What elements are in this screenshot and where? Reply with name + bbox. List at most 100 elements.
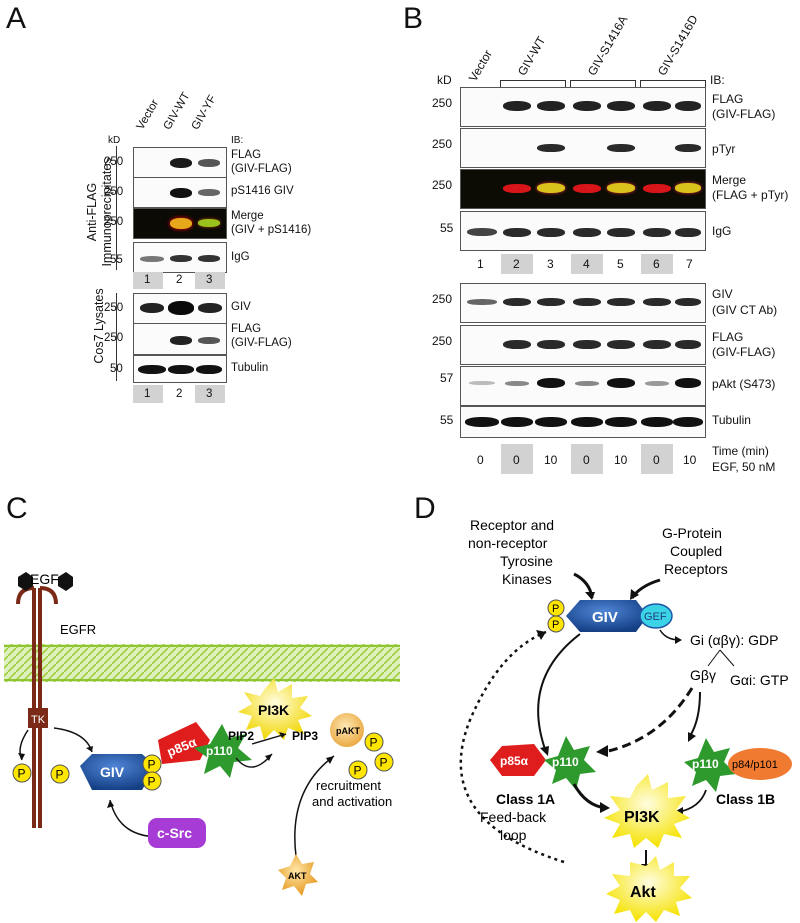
panel-b-ib: IB: <box>710 73 725 87</box>
egf-ligand <box>58 572 73 591</box>
panel-b-blot-ptyr <box>460 128 706 168</box>
panel-b-lane-number: 5 <box>617 257 624 271</box>
panel-a-col-vector: Vector <box>134 97 162 132</box>
panel-b-lane-number: 6 <box>653 257 660 271</box>
egfr-receptor <box>16 586 58 828</box>
phospho-label: P <box>354 764 362 778</box>
panel-b-mw: 55 <box>440 413 454 427</box>
panel-a-label: FLAG <box>231 323 262 335</box>
membrane <box>4 644 400 682</box>
panel-a-lane-number: 1 <box>144 388 151 400</box>
p110-protein <box>544 736 596 790</box>
p84-protein <box>728 748 792 780</box>
egf-ligand <box>18 572 33 591</box>
panel-b-group-s1416d: GIV-S1416D <box>654 12 701 79</box>
gpcr-label: Receptors <box>664 561 728 577</box>
csrc-box <box>148 818 206 848</box>
panel-a-blot-merge <box>133 208 227 239</box>
p110-label: p110 <box>206 744 233 758</box>
panel-b-mw: 250 <box>432 178 453 192</box>
panel-b-label: (GIV-FLAG) <box>712 345 776 359</box>
panel-b-time: 10 <box>683 453 697 467</box>
panel-b-mw: 250 <box>432 137 453 151</box>
panel-a-blot-igg <box>133 242 227 273</box>
panel-b-bracket-s1416d <box>640 80 706 89</box>
p84-label: p84/p101 <box>732 759 778 771</box>
panel-b-label: (GIV-FLAG) <box>712 107 776 121</box>
phospho-circle <box>50 764 70 784</box>
panel-a-col-giv-wt: GIV-WT <box>161 90 193 132</box>
panel-b-blot-flag <box>460 87 706 127</box>
panel-d-diagram: Receptor and non-receptor Tyrosine Kinas… <box>459 517 792 922</box>
panel-b-mw: 55 <box>440 221 454 235</box>
giv-protein <box>80 754 156 790</box>
panel-a-lane-number: 2 <box>176 274 183 286</box>
panel-b-group-s1416a: GIV-S1416A <box>584 13 631 79</box>
phospho-label: P <box>148 758 156 772</box>
tk-label: TK <box>31 714 46 726</box>
pip2-label: PIP2 <box>228 729 254 743</box>
panel-b-lane-number: 7 <box>686 257 693 271</box>
panel-label-b: B <box>403 2 424 35</box>
panel-a-blot-ps1416 <box>133 177 227 208</box>
p85a-label: p85α <box>500 754 529 768</box>
panel-a-col-giv-yf: GIV-YF <box>189 93 219 132</box>
class1a-label: Class 1A <box>496 791 555 807</box>
phospho-circle <box>364 732 384 752</box>
panel-b-group-wt: GIV-WT <box>514 34 549 78</box>
giv-label: GIV <box>592 609 618 626</box>
pi3k-burst <box>604 774 690 848</box>
gef-domain <box>639 603 673 629</box>
panel-b-bracket-s1416a <box>570 80 636 89</box>
panel-b-label: GIV <box>712 287 733 301</box>
panel-a-ib: IB: <box>231 135 244 146</box>
panel-a-mw: 250 <box>104 156 124 168</box>
csrc-label: c-Src <box>157 825 192 841</box>
panel-b-blot-flag2 <box>460 325 706 365</box>
panel-label-c: C <box>6 492 28 525</box>
panel-b-mw: 250 <box>432 292 453 306</box>
panel-b-col-vector: Vector <box>465 47 496 84</box>
panel-b-label: (GIV CT Ab) <box>712 303 778 317</box>
panel-b-time: 10 <box>544 453 558 467</box>
panel-a-label: (GIV-FLAG) <box>231 337 292 349</box>
phospho-circle <box>547 615 565 633</box>
phospho-circle <box>348 760 368 780</box>
panel-a-mw: 250 <box>104 216 124 228</box>
pakt-protein <box>330 713 364 747</box>
panel-a-label: IgG <box>231 251 250 263</box>
gpcr-label: Coupled <box>670 543 722 559</box>
panel-a-label: Merge <box>231 210 264 222</box>
panel-b-label: Merge <box>712 173 747 187</box>
panel-b-time: 0 <box>583 453 590 467</box>
p110-protein <box>684 738 736 792</box>
panel-b-lane-number: 4 <box>583 257 590 271</box>
egf-label: EGF <box>30 571 59 587</box>
feedback-label: Feed-back <box>480 809 547 825</box>
panel-b-blot-pakt <box>460 366 706 406</box>
panel-b-kd: kD <box>437 73 452 87</box>
rtk-label: Tyrosine <box>500 553 553 569</box>
pakt-label: pAKT <box>336 726 360 736</box>
panel-a-label: FLAG <box>231 149 262 161</box>
panel-a-group-lys: Cos7 Lysates <box>92 288 106 364</box>
panel-a-lane-number: 1 <box>144 274 151 286</box>
panel-c-diagram: EGF EGFR TK P P GIV P P p85α p110 PI3K P… <box>4 571 400 896</box>
gi-label: Gi (αβγ): GDP <box>690 632 778 648</box>
panel-a-mw: 50 <box>110 363 123 375</box>
akt-protein <box>278 854 318 896</box>
panel-a-blot-giv <box>133 293 227 324</box>
panel-a-mw: 250 <box>104 186 124 198</box>
gbg-label: Gβγ <box>690 667 716 683</box>
panel-b-label: (FLAG + pTyr) <box>712 188 789 202</box>
akt-label: AKT <box>288 871 307 881</box>
panel-b-time: 10 <box>614 453 628 467</box>
phospho-circle <box>142 771 162 791</box>
panel-label-d: D <box>414 492 436 525</box>
panel-a-label: pS1416 GIV <box>231 185 294 197</box>
panel-a-lane-number: 3 <box>206 274 213 286</box>
p85a-protein <box>490 744 546 776</box>
rtk-label: Receptor and <box>470 517 554 533</box>
rtk-label: non-receptor <box>468 535 548 551</box>
panel-a-lane-number: 3 <box>206 388 213 400</box>
